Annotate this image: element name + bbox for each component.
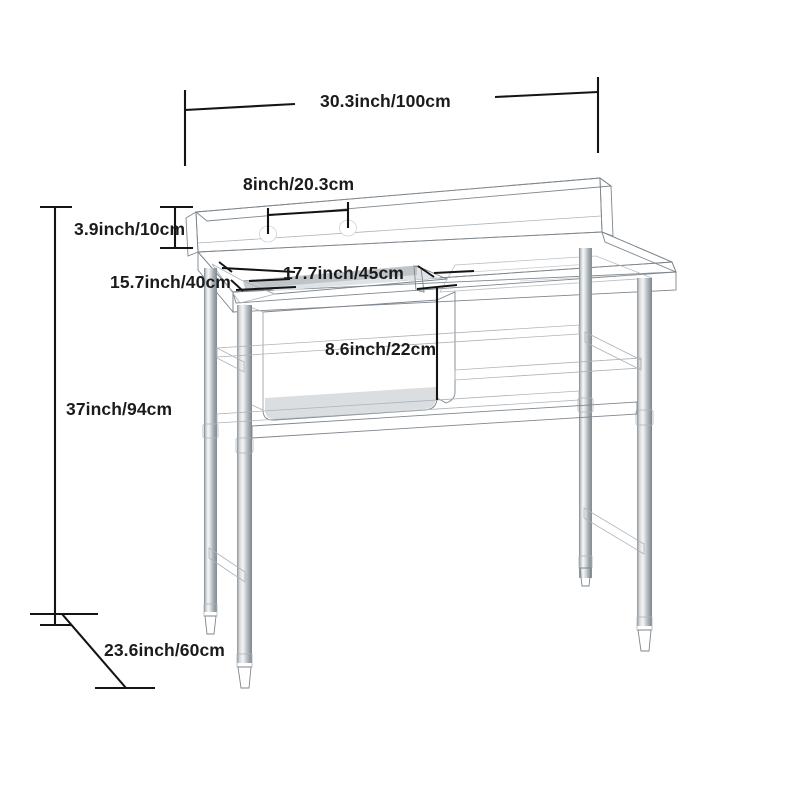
countertop-left-edge	[197, 250, 234, 314]
dim-bowl-width-leader-right	[433, 269, 475, 275]
bowl-left-wall	[211, 263, 277, 304]
dim-bowl-front-to-back-label: 15.7inch/40cm	[110, 272, 231, 292]
dim-bowl-ftb-leader-upper	[221, 266, 296, 274]
dim-backsplash-height: 3.9inch/10cm	[74, 205, 193, 250]
countertop	[197, 231, 677, 314]
brace-rear-lower	[216, 390, 580, 424]
bowl-right-panel	[436, 291, 456, 404]
dim-bowl-depth-tick-top	[416, 283, 458, 291]
bowl-face-highlight	[278, 309, 420, 331]
leg-rear-right	[577, 248, 594, 587]
dim-overall-width-line-right	[494, 90, 599, 99]
dim-overall-height: 37inch/94cm	[40, 205, 172, 627]
sink-bowl	[211, 263, 456, 421]
leg-front-left-collar	[235, 437, 254, 454]
leg-rear-left-tube	[204, 268, 217, 612]
dim-overall-width: 30.3inch/100cm	[183, 77, 600, 166]
brace-left-diag-upper	[216, 347, 245, 373]
brace-front-upper	[454, 357, 642, 381]
dim-faucet-spacing: 8inch/20.3cm	[243, 174, 354, 234]
dim-overall-width-line-left	[184, 102, 296, 112]
leg-front-left-tube	[237, 305, 252, 663]
bowl-bottom-shade	[265, 387, 436, 420]
cross-braces	[208, 324, 645, 583]
dim-bowl-width-arrow-right	[417, 265, 435, 278]
sink-illustration	[185, 177, 677, 689]
brace-right-diag-upper	[584, 331, 642, 371]
dim-bowl-width: 17.7inch/45cm	[248, 263, 475, 283]
bowl-back-wall	[243, 266, 417, 289]
dim-backsplash-height-label: 3.9inch/10cm	[74, 219, 185, 239]
backsplash-highlight	[200, 193, 599, 236]
leg-front-right-tube	[637, 278, 652, 626]
dim-bowl-width-label: 17.7inch/45cm	[283, 263, 404, 283]
leg-rear-right-tube	[579, 248, 592, 578]
leg-front-left-foot	[237, 666, 252, 689]
dim-overall-depth: 23.6inch/60cm	[30, 612, 225, 690]
brace-right-diag-lower	[583, 507, 645, 555]
backsplash-right-end	[599, 177, 614, 237]
dim-bowl-ftb-arrow-upper	[218, 261, 233, 273]
leg-rear-left-foot	[204, 615, 217, 635]
leg-rear-left	[202, 268, 219, 635]
leg-rear-right-foot	[579, 567, 592, 587]
leg-front-right-collar	[635, 409, 654, 426]
brace-front-lower	[251, 401, 638, 439]
dim-bowl-front-to-back: 15.7inch/40cm	[110, 261, 297, 292]
drainboard-sheen-2	[519, 274, 631, 282]
dim-faucet-span-line	[267, 208, 349, 217]
dim-bowl-ftb-leader-lower	[235, 285, 297, 292]
brace-left-diag-lower	[208, 547, 246, 583]
leg-rear-left-collar	[202, 423, 219, 439]
dim-overall-depth-diagonal	[61, 613, 127, 689]
dim-overall-width-label: 30.3inch/100cm	[320, 91, 451, 111]
dim-bowl-ftb-arrow-lower	[230, 279, 244, 292]
dim-bowl-depth-label: 8.6inch/22cm	[325, 339, 436, 359]
leg-front-right-foot	[637, 629, 652, 652]
dim-overall-depth-label: 23.6inch/60cm	[104, 640, 225, 660]
backsplash-left-end	[185, 211, 199, 257]
drainboard-sheen-1	[469, 263, 591, 273]
dim-faucet-spacing-label: 8inch/20.3cm	[243, 174, 354, 194]
leg-front-right	[635, 278, 654, 652]
leg-front-left	[235, 305, 254, 689]
dim-overall-height-label: 37inch/94cm	[66, 399, 172, 419]
dim-bowl-depth: 8.6inch/22cm	[325, 283, 458, 400]
dim-bowl-width-leader-left	[248, 277, 291, 283]
